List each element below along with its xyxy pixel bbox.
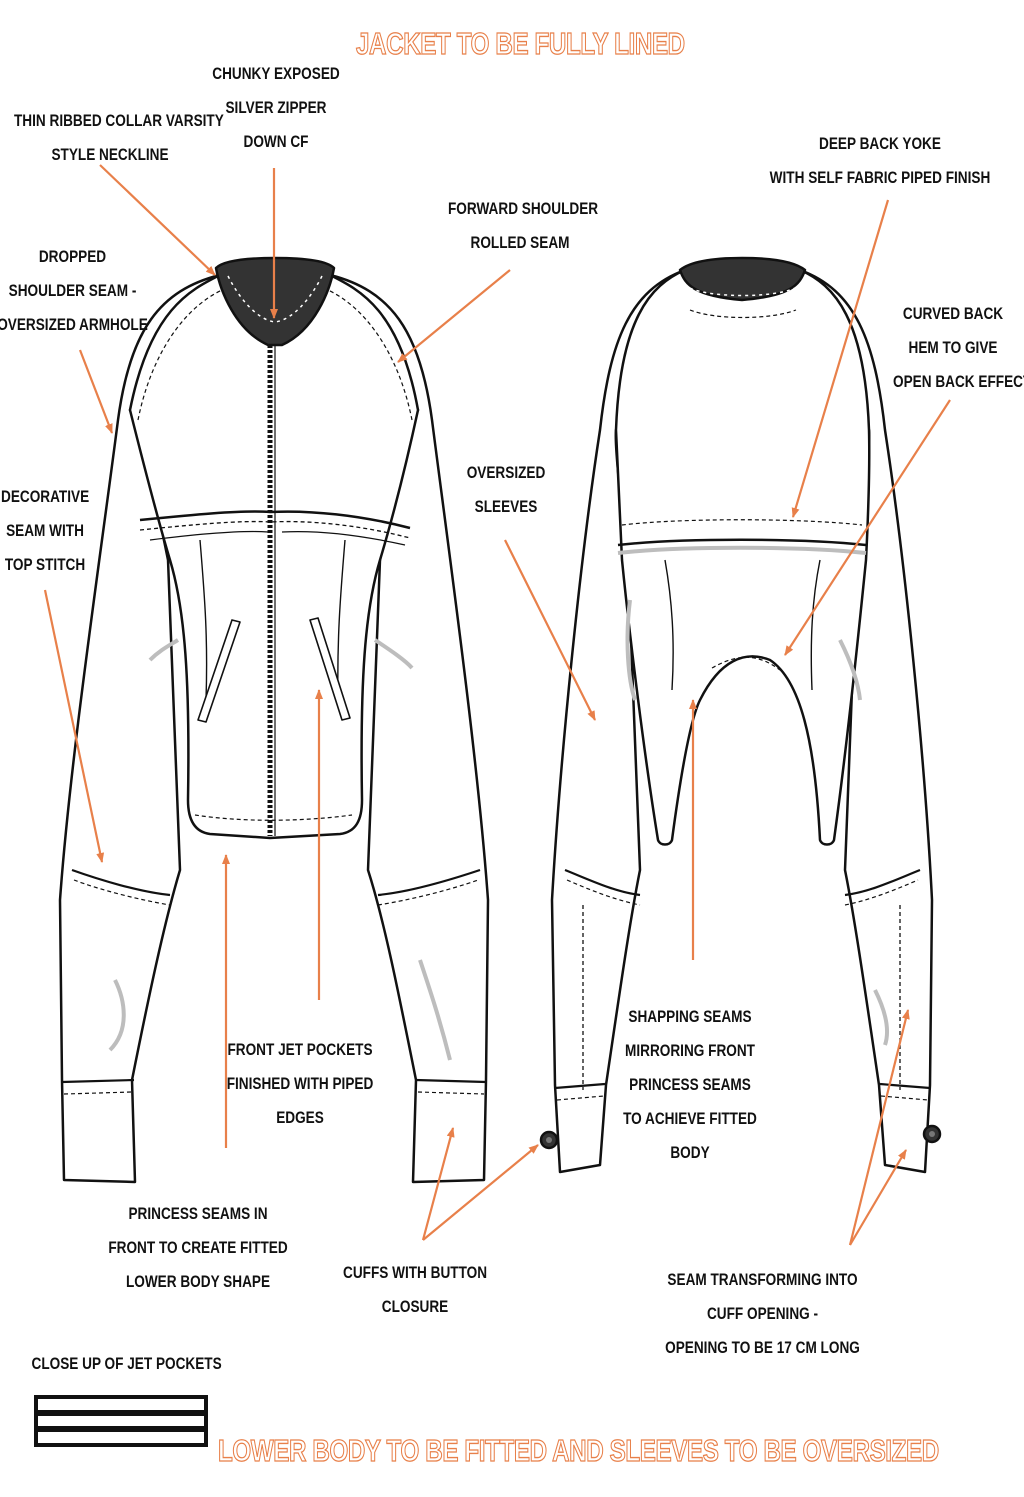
back-body [614,268,871,846]
callout-arrows [43,164,951,1246]
back-rib-collar [678,256,807,302]
fitted-oversized-banner: LOWER BODY TO BE FITTED AND SLEEVES TO B… [217,1432,939,1468]
arrow-collar [99,164,216,276]
arrow-dropped-shoulder [78,349,114,434]
jet-pocket-closeup [34,1395,208,1447]
arrow-cuffs-right [422,1144,539,1241]
back-left-cuff [554,1082,606,1090]
arrow-cuff-opening-upper [848,1009,910,1246]
arrow-decorative-seam [43,589,105,863]
arrow-cuffs-left [421,1127,455,1241]
arrow-back-yoke [791,199,890,518]
fully-lined-banner: JACKET TO BE FULLY LINED [355,25,685,61]
arrow-forward-shoulder [397,269,511,363]
front-right-jet-pocket [309,617,351,721]
front-body [128,273,420,840]
front-right-cuff [415,1078,487,1084]
jacket-front-view [58,256,490,1184]
jacket-back-view [539,256,942,1174]
front-left-cuff [61,1078,135,1084]
label-pocket-closeup: CLOSE UP OF JET POCKETS [31,1354,222,1373]
back-right-cuff [879,1082,931,1090]
arrow-curved-hem [784,399,951,656]
arrow-oversized-sleeves [504,539,596,721]
front-left-jet-pocket [197,619,241,723]
arrow-cuff-opening-lower [849,1149,907,1246]
